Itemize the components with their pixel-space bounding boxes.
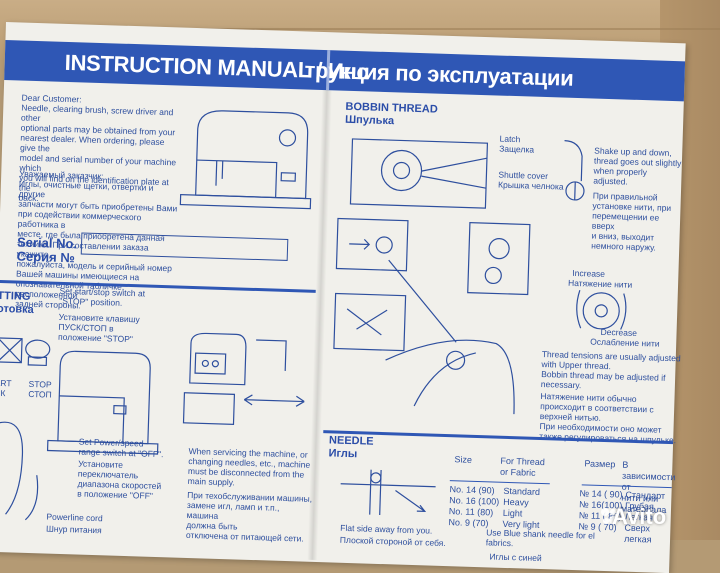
- setting-heading-ru: отовка: [0, 302, 34, 317]
- latch-label-en: Latch: [499, 133, 521, 145]
- bobbin-shake-drawing: [564, 140, 585, 201]
- start-switch-icon: [0, 337, 51, 367]
- servicing-note-en: When servicing the machine, or changing …: [188, 446, 314, 490]
- shake-note-en: Shake up and down, thread goes out sligh…: [593, 146, 684, 189]
- shake-note-ru: При правильной установке нити, при перем…: [591, 191, 683, 254]
- text-line: немного наружу.: [591, 240, 657, 253]
- needle-heading-en: NEEDLE: [328, 434, 374, 448]
- increase-label-ru: Натяжение нити: [567, 277, 633, 290]
- tension-dial-drawing: [576, 289, 627, 330]
- cardboard-seam: [20, 28, 720, 30]
- size-header: Size: [454, 454, 473, 465]
- servicing-note-ru: При техобслуживании машины, замене игл, …: [186, 490, 313, 544]
- size-header-ru: Размер: [584, 458, 616, 470]
- power-cord-label-en: Powerline cord: [46, 511, 103, 524]
- sewing-machine-drawing: [179, 110, 312, 210]
- needle-size-list: No. 14 (90) No. 16 (100) No. 11 (80) No.…: [448, 484, 499, 530]
- tension-note-en: Thread tensions are usually adjusted wit…: [541, 349, 682, 393]
- bobbin-heading-ru: Шпулька: [344, 113, 395, 128]
- decrease-label-ru: Ослабление нити: [590, 336, 660, 349]
- manual-sheet: INSTRUCTION MANUAL / Инс трукция по эксп…: [0, 22, 686, 573]
- start-stop-note-en: Set start/stop switch at "STOP" position…: [59, 286, 160, 309]
- servicing-drawing: [182, 332, 305, 425]
- serial-label-ru: Серия №: [16, 248, 76, 266]
- latch-label-ru: Защелка: [499, 143, 535, 155]
- start-stop-note-ru: Установите клавишу ПУСК/СТОП в положение…: [58, 312, 159, 345]
- blue-shank-note-en: Use Blue shank needle for el fabrics.: [486, 527, 617, 551]
- machine-power-drawing: [0, 350, 159, 521]
- power-cord-label-ru: Шнур питания: [45, 523, 102, 536]
- flat-side-note-en: Flat side away from you.: [340, 522, 433, 536]
- needle-fabric-list: Standard Heavy Light Very light: [502, 486, 540, 531]
- text-line: перемещении ее вверх: [591, 210, 660, 232]
- speed-switch-note-ru: Установите переключатель диапазона скоро…: [77, 458, 188, 501]
- watermark-text: Avito: [612, 504, 667, 529]
- text-line: or Fabric: [499, 466, 536, 478]
- speed-switch-note-en: Set Power/speed range switch at "OFF".: [78, 436, 189, 459]
- text-line: положение "STOP": [57, 331, 134, 345]
- bobbin-case-drawing: [349, 138, 489, 209]
- setting-heading-en: TTING: [0, 289, 31, 303]
- flat-side-note-ru: Плоской стороной от себя.: [339, 534, 446, 549]
- cut-text-needle: Иглы с синей: [489, 551, 542, 564]
- bobbin-threading-drawing: [333, 217, 531, 415]
- avito-logo-icon: [601, 508, 617, 524]
- needle-insert-drawing: [340, 469, 436, 516]
- text-line: adjusted.: [593, 175, 628, 187]
- fabric-header: For Thread or Fabric: [500, 456, 545, 479]
